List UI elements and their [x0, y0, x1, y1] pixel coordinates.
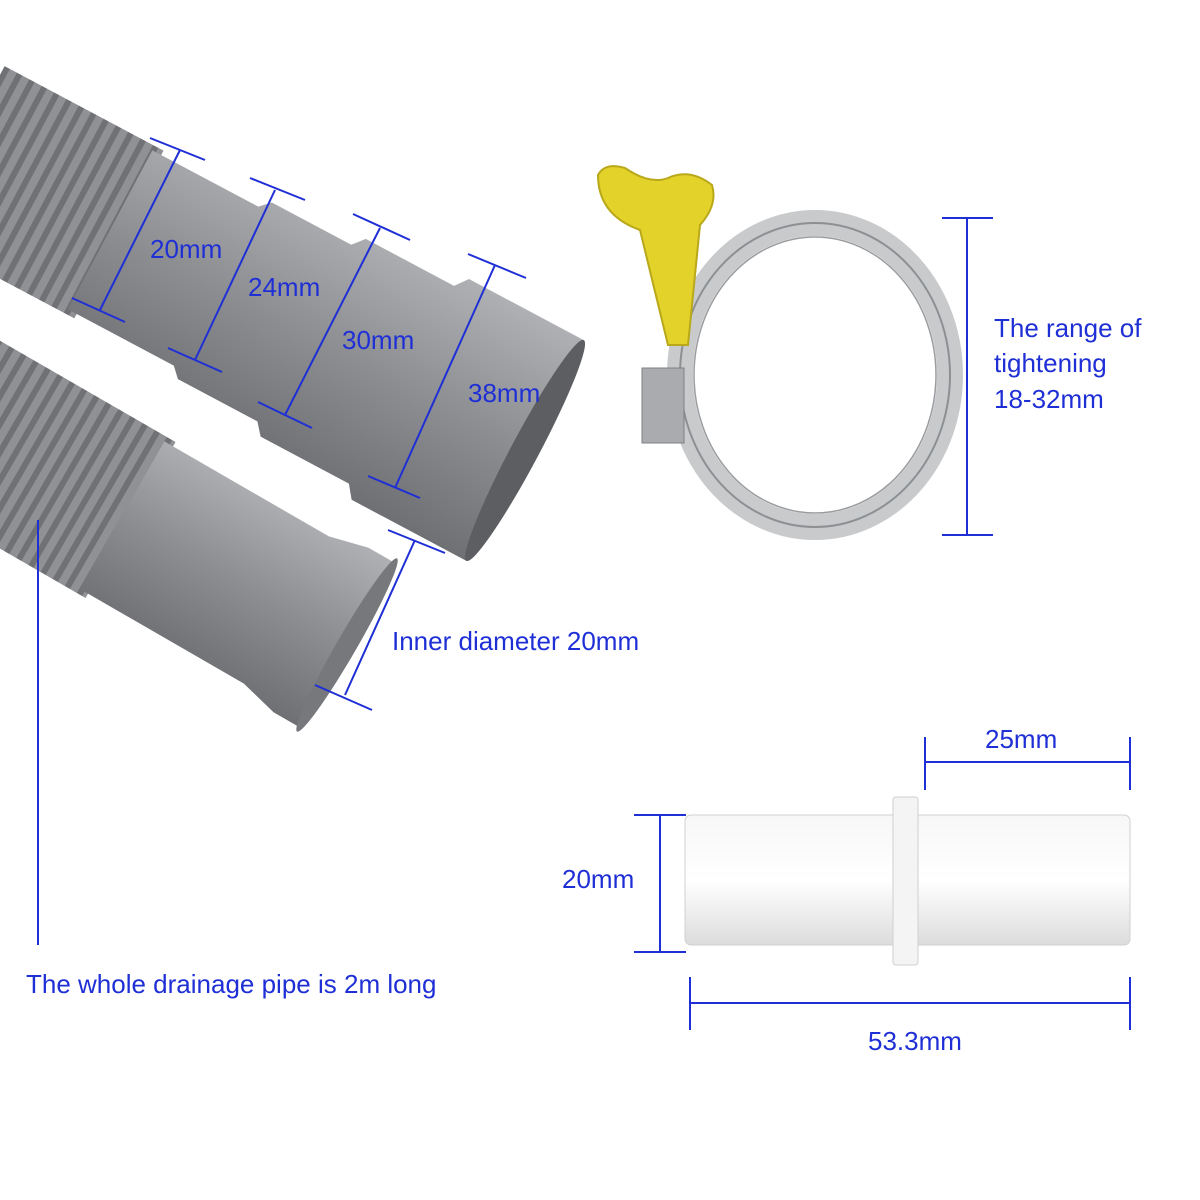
- inner-diameter-label: Inner diameter 20mm: [392, 626, 639, 656]
- hose-clamp: [596, 165, 963, 540]
- hose-step-label-30mm: 30mm: [342, 325, 414, 355]
- connector-dimensions: [634, 737, 1131, 1030]
- clamp-range-line-2: tightening: [994, 348, 1107, 378]
- hose-step-label-24mm: 24mm: [248, 272, 320, 302]
- hose-step-dimensions: [71, 137, 527, 499]
- clamp-range-line-1: The range of: [994, 313, 1142, 343]
- clamp-range-line-3: 18-32mm: [994, 384, 1104, 414]
- hose-step-label-38mm: 38mm: [468, 378, 540, 408]
- corrugated-section: [0, 332, 176, 598]
- pipe-length-label: The whole drainage pipe is 2m long: [26, 969, 436, 999]
- inner-diameter-dimension: [314, 529, 446, 711]
- stepped-hose-end: [0, 66, 586, 562]
- clamp-range-dimension: [942, 217, 993, 536]
- connector-half-length-label: 25mm: [985, 724, 1057, 754]
- key-icon: [596, 165, 715, 346]
- pipe-connector: [684, 796, 1131, 966]
- connector-total-length-label: 53.3mm: [868, 1026, 962, 1056]
- connector-diameter-label: 20mm: [562, 864, 634, 894]
- hose-step-label-20mm: 20mm: [150, 234, 222, 264]
